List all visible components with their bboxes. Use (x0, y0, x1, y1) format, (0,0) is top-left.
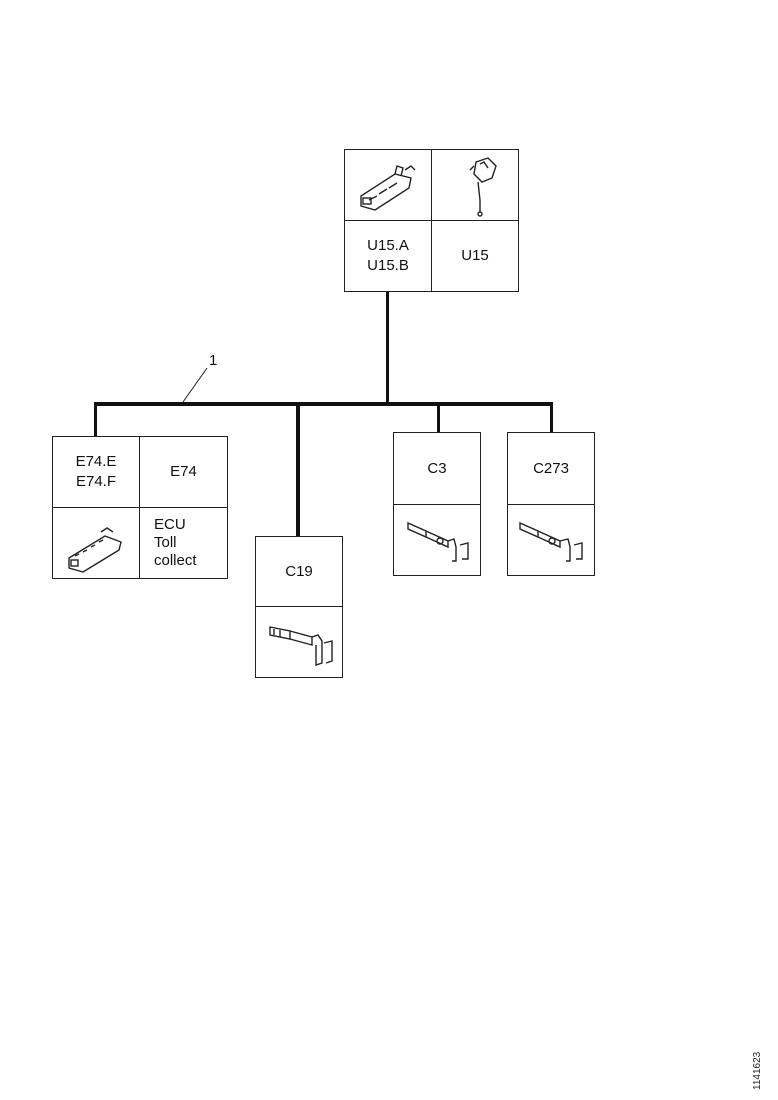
c3-label-cell: C3 (393, 432, 481, 505)
drop-c273 (550, 402, 553, 433)
c19-image-cell (255, 606, 343, 678)
callout-leader (182, 367, 208, 403)
u15-unit-image-cell (431, 149, 519, 221)
drop-c19 (296, 402, 300, 542)
c273-label-cell: C273 (507, 432, 595, 505)
u15-unit-label: U15 (461, 247, 489, 264)
e74-unit-label: E74 (170, 463, 197, 480)
u15-label-b: U15.B (367, 257, 409, 274)
e74-label-f: E74.F (75, 473, 117, 490)
c3-image-cell (393, 504, 481, 576)
callout-label: 1 (209, 352, 218, 369)
drop-c3 (437, 402, 440, 433)
c19-label: C19 (285, 562, 313, 580)
u15-connector-image-cell (344, 149, 432, 221)
e74-ecu-cell: ECU Toll collect (139, 507, 228, 579)
e74-connector-image-cell (52, 507, 140, 579)
e74-connector-label-cell: E74.E E74.F (52, 436, 140, 508)
c273-label: C273 (533, 459, 569, 477)
document-id: 1141623 (752, 1051, 763, 1090)
connector-housing-icon (360, 165, 416, 211)
u15-connector-label-cell: U15.A U15.B (344, 220, 432, 292)
ecu-line-3: collect (154, 552, 197, 569)
ecu-line-2: Toll (154, 534, 177, 551)
c3-label: C3 (427, 459, 447, 477)
e74-label-e: E74.E (75, 453, 117, 470)
terminal-pin-icon (407, 521, 469, 562)
ecu-line-1: ECU (154, 516, 186, 533)
u15-label-a: U15.A (367, 237, 409, 254)
connector-housing-icon (68, 527, 122, 573)
u15-unit-label-cell: U15 (431, 220, 519, 292)
main-bus-line (94, 402, 553, 406)
terminal-pin-icon (519, 521, 583, 562)
control-unit-pendant-icon (469, 157, 497, 217)
e74-unit-label-cell: E74 (139, 436, 228, 508)
trunk-line-top (386, 290, 389, 404)
c19-label-cell: C19 (255, 536, 343, 607)
c273-image-cell (507, 504, 595, 576)
drop-e74 (94, 402, 97, 437)
terminal-pin-icon (269, 626, 333, 666)
